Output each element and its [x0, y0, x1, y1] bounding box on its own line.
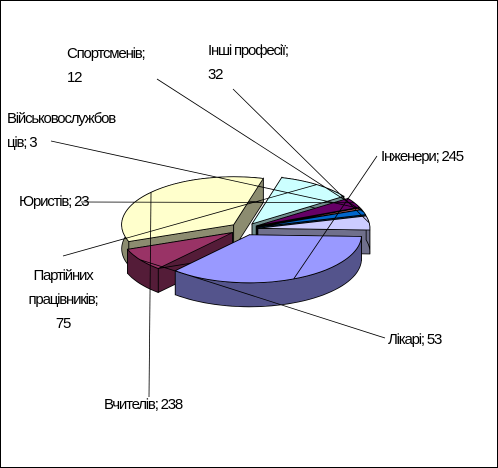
slice-label-2: Лікарі; 53: [388, 331, 442, 348]
leader-line-6: [50, 140, 361, 210]
leader-line-5: [80, 201, 355, 204]
pie-slice-1: [174, 234, 362, 308]
leader-lines: [50, 78, 386, 398]
slice-label-8: Інші професії;32: [208, 42, 288, 83]
slice-label-1: Інженери; 245: [381, 148, 464, 165]
leader-line-7: [156, 78, 364, 213]
leader-line-8: [232, 88, 370, 224]
leader-line-2: [140, 259, 386, 339]
slice-label-7: Спортсменів;12: [67, 45, 145, 86]
leader-line-4: [62, 184, 317, 257]
slice-label-3: Вчителів; 238: [104, 396, 183, 413]
leader-line-1: [293, 155, 378, 280]
pie-slices: [121, 176, 371, 308]
leader-line-3: [148, 192, 152, 398]
slice-label-5: Юристів; 23: [19, 193, 89, 210]
